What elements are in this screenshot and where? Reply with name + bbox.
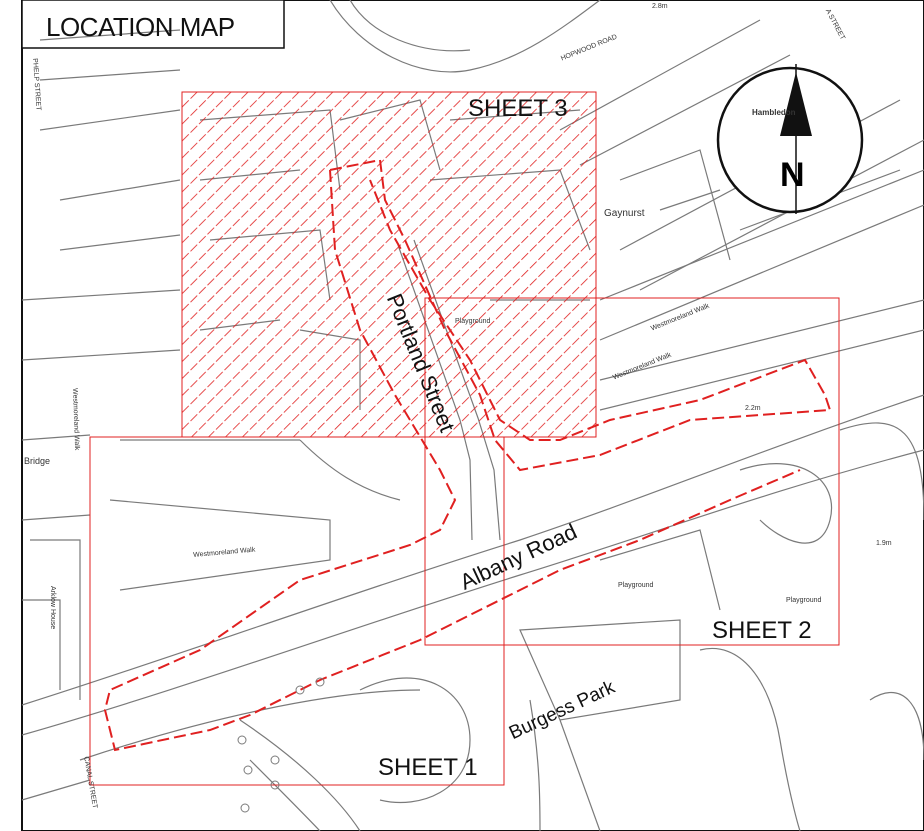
playground-label-2: Playground [618, 582, 654, 589]
north-arrow [716, 64, 864, 214]
spot-height-3: 2.8m [652, 3, 668, 10]
north-arrow-circle [716, 66, 864, 214]
tree-symbols [237, 677, 325, 813]
tree [240, 803, 250, 813]
bridge-label: Bridge [24, 456, 51, 466]
tree [295, 685, 305, 695]
site-boundary [103, 158, 832, 752]
gaynurst-label: Gaynurst [604, 208, 645, 219]
spot-height-2: 1.9m [876, 540, 892, 547]
tree [270, 780, 280, 790]
north-arrow-pointer [780, 72, 812, 136]
tree [315, 677, 325, 687]
sheet3-area [181, 91, 597, 438]
playground-label-1: Playground [455, 318, 491, 325]
sheet2-boundary [424, 297, 840, 646]
arklow-house-label: Arklow House [49, 586, 56, 630]
tree [243, 765, 253, 775]
tree [237, 735, 247, 745]
title-box-frame [21, 0, 285, 49]
sheet1-label: SHEET 1 [378, 754, 478, 781]
hambledon-label: Hambledon [752, 108, 796, 117]
tree [270, 755, 280, 765]
spot-height-1: 2.2m [745, 405, 761, 412]
sheet3-label: SHEET 3 [468, 95, 568, 122]
sheet2-label: SHEET 2 [712, 617, 812, 644]
sheet1-boundary [89, 436, 505, 786]
playground-label-3: Playground [786, 597, 822, 604]
north-letter: N [780, 156, 805, 194]
map-title: LOCATION MAP [46, 12, 235, 42]
